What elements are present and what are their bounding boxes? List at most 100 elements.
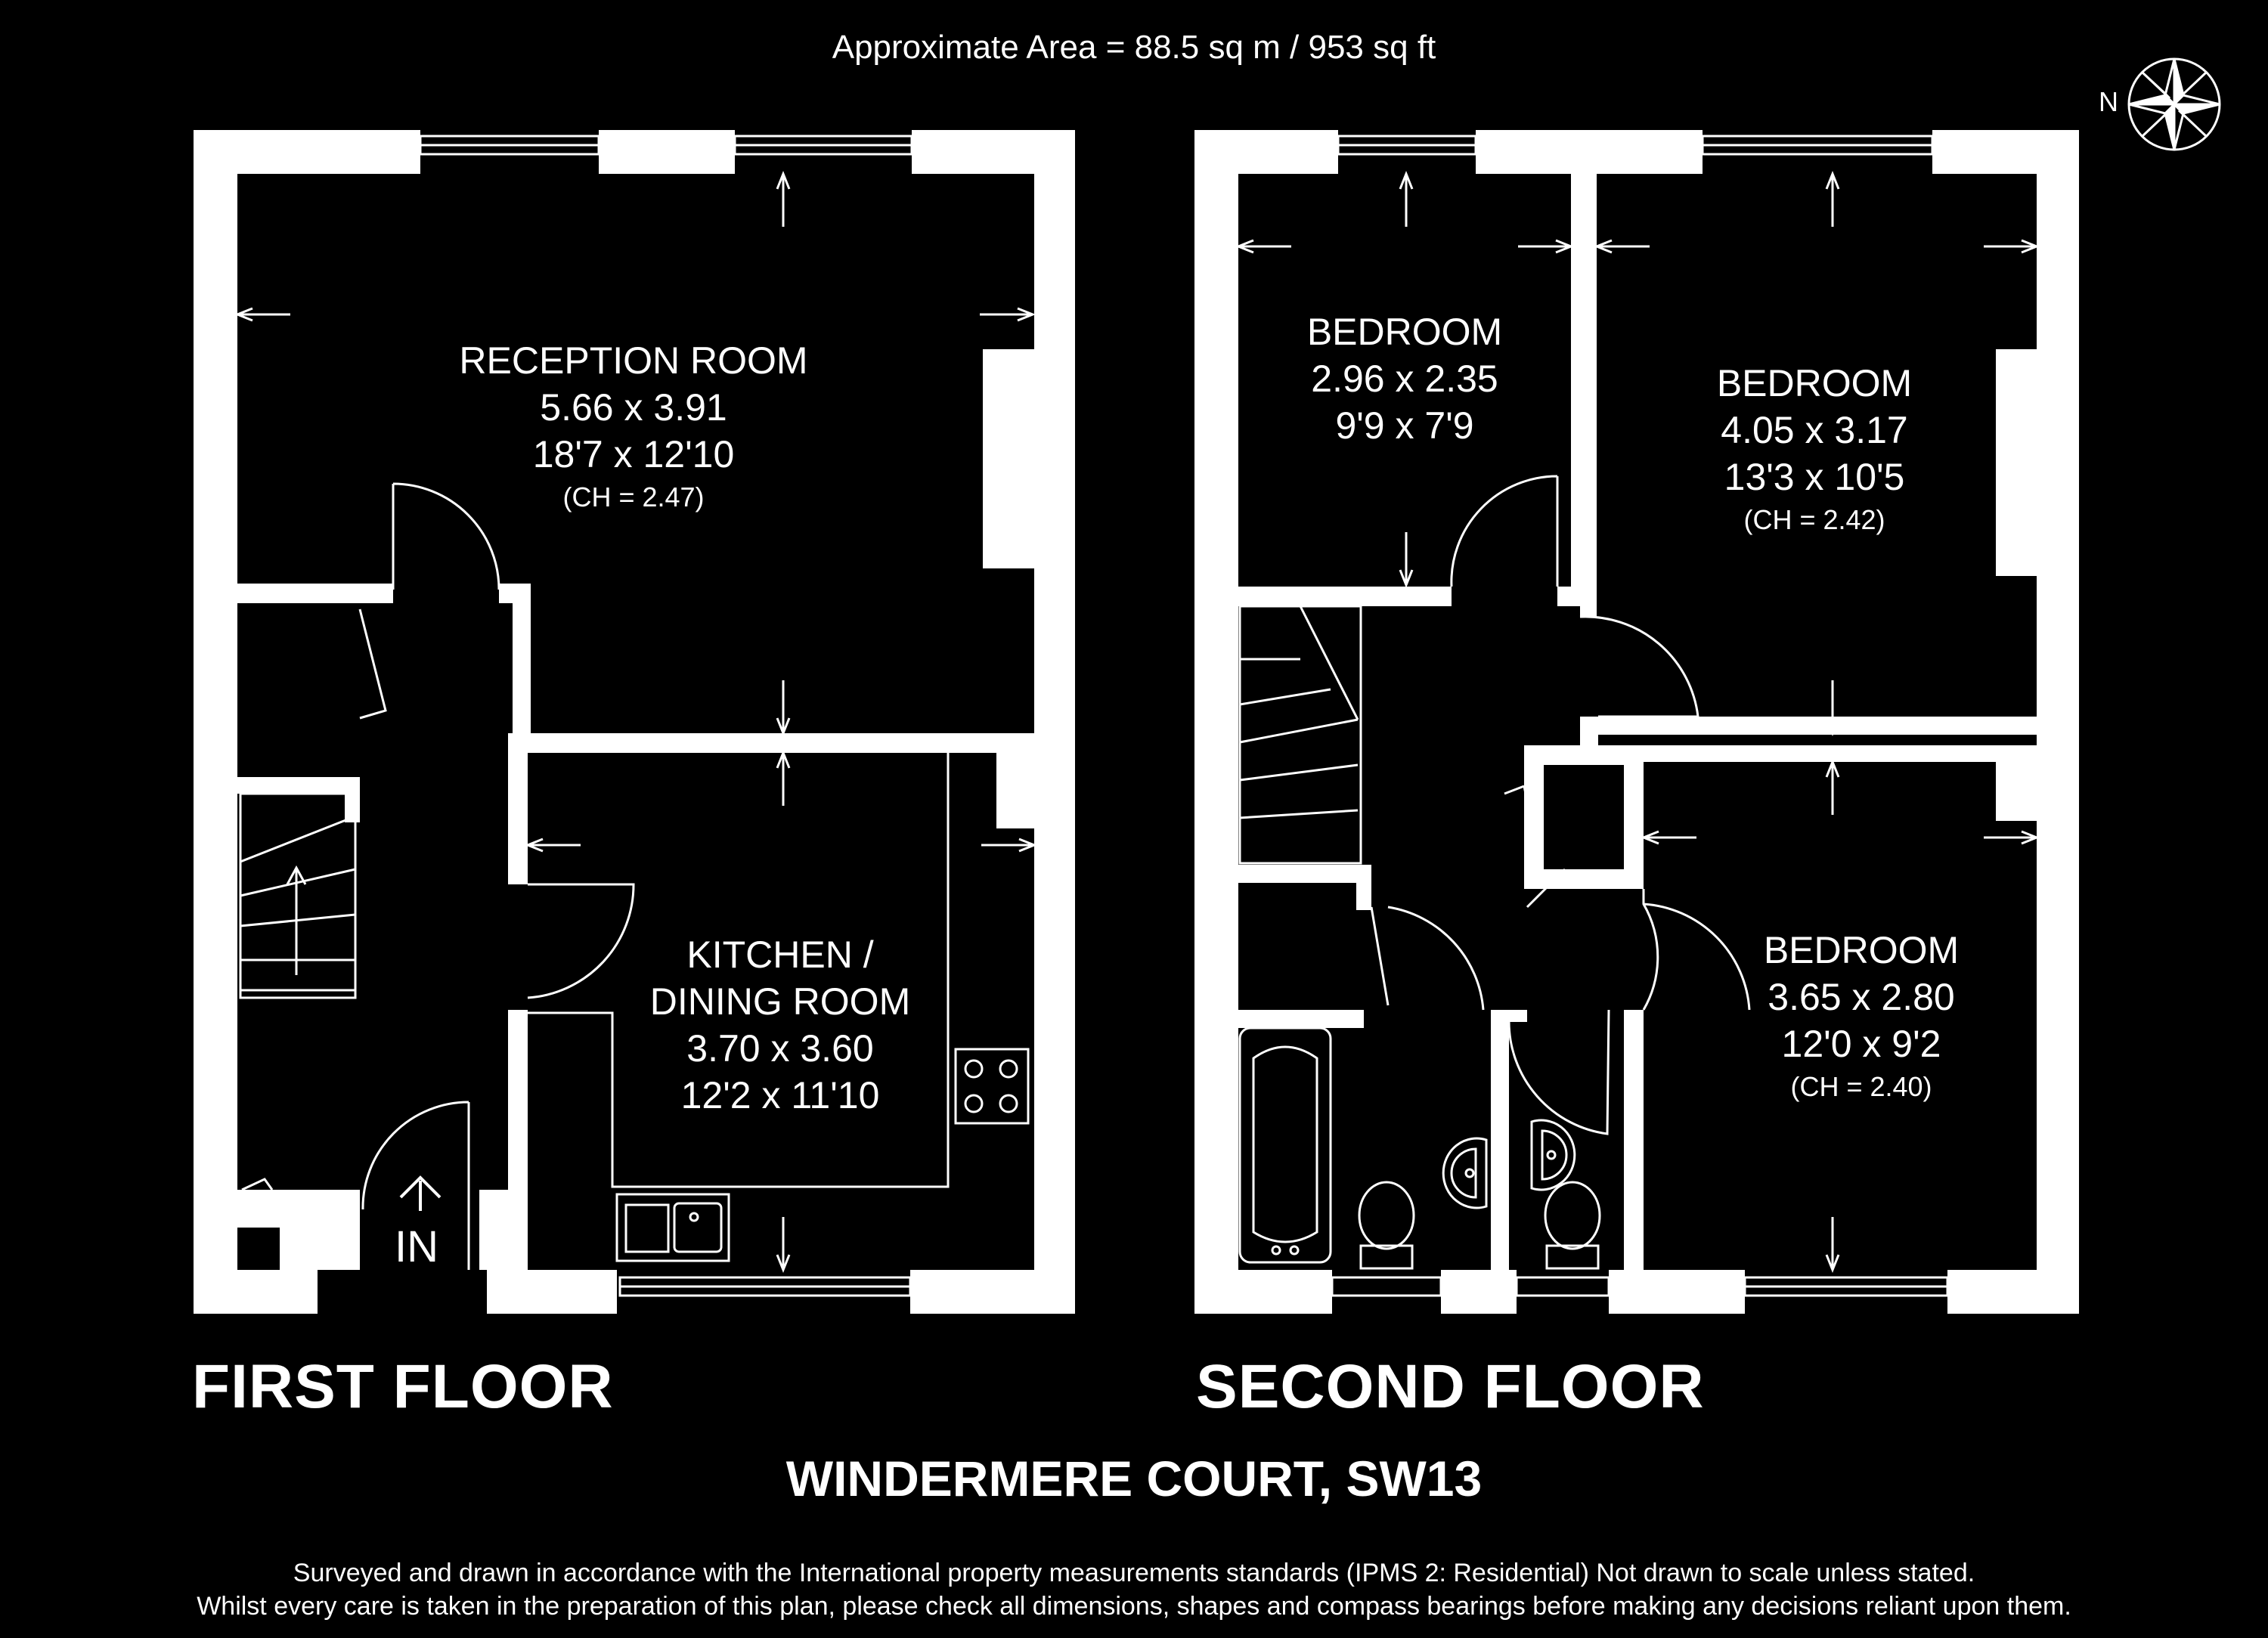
wall xyxy=(599,130,735,174)
room-size-imperial: 12'2 x 11'10 xyxy=(680,1074,880,1116)
compass-icon xyxy=(2127,57,2221,151)
dimension-arrows xyxy=(234,170,1038,1274)
room-name-line2: DINING ROOM xyxy=(649,980,911,1023)
door-swing xyxy=(1507,1009,1610,1135)
compass-north-label: N xyxy=(2099,86,2118,117)
wall xyxy=(194,1270,318,1314)
room-size-metric: 4.05 x 3.17 xyxy=(1721,409,1908,451)
room-size-metric: 3.65 x 2.80 xyxy=(1768,976,1955,1018)
wall xyxy=(1034,568,1075,1314)
room-size-imperial: 13'3 x 10'5 xyxy=(1724,456,1905,498)
wall xyxy=(996,753,1075,828)
wall xyxy=(1238,587,1452,606)
door-swing xyxy=(392,482,500,590)
door-swing xyxy=(361,1101,470,1270)
room-label-kitchen-dining: KITCHEN / DINING ROOM 3.70 x 3.60 12'2 x… xyxy=(650,931,910,1119)
room-label-bedroom-3: BEDROOM 3.65 x 2.80 12'0 x 9'2 (CH = 2.4… xyxy=(1764,927,1959,1107)
wall xyxy=(1238,865,1356,883)
wall xyxy=(1571,130,1597,606)
wall xyxy=(1947,1270,2079,1314)
wall xyxy=(513,584,531,751)
washbasin xyxy=(1442,1137,1488,1209)
room-label-bedroom-1: BEDROOM 2.96 x 2.35 9'9 x 7'9 xyxy=(1307,308,1502,449)
approximate-area: Approximate Area = 88.5 sq m / 953 sq ft xyxy=(832,29,1436,66)
wall xyxy=(1580,735,1598,745)
first-floor-title: FIRST FLOOR xyxy=(192,1352,614,1421)
door-swing xyxy=(1370,906,1485,1011)
room-size-imperial: 12'0 x 9'2 xyxy=(1781,1023,1941,1065)
bathtub xyxy=(1238,1026,1332,1264)
room-ceiling-height: (CH = 2.40) xyxy=(1790,1071,1932,1102)
door-swing xyxy=(1504,785,1566,909)
room-label-reception: RECEPTION ROOM 5.66 x 3.91 18'7 x 12'10 … xyxy=(459,337,807,517)
kitchen-worktop xyxy=(528,753,950,1188)
wall xyxy=(1194,1270,1332,1314)
wall xyxy=(1491,1010,1509,1270)
wall xyxy=(1509,1010,1527,1022)
wall xyxy=(2037,130,2079,349)
bath-tap xyxy=(1271,1245,1281,1256)
room-label-bedroom-2: BEDROOM 4.05 x 3.17 13'3 x 10'5 (CH = 2.… xyxy=(1717,360,1912,540)
first-floor-plan xyxy=(194,130,1075,1314)
wall xyxy=(508,733,528,884)
wall xyxy=(1441,1270,1517,1314)
wall xyxy=(983,349,1075,568)
wall xyxy=(1356,865,1371,910)
hob xyxy=(954,1048,1030,1125)
room-name: BEDROOM xyxy=(1306,311,1503,353)
wall xyxy=(194,130,237,1314)
room-name: BEDROOM xyxy=(1763,929,1960,971)
wall xyxy=(2037,576,2079,1314)
window xyxy=(1331,1276,1442,1297)
wall xyxy=(1580,717,2037,735)
second-floor-fixtures xyxy=(1235,135,2040,1297)
wall xyxy=(237,584,393,603)
door-swing xyxy=(1523,785,1544,878)
wall xyxy=(910,1270,1075,1314)
room-size-metric: 3.70 x 3.60 xyxy=(686,1027,874,1070)
door-swing xyxy=(1579,615,1699,718)
dimension-arrows xyxy=(1235,170,2040,1274)
window xyxy=(1515,1276,1610,1297)
room-size-metric: 5.66 x 3.91 xyxy=(540,386,727,429)
room-ceiling-height: (CH = 2.47) xyxy=(562,481,705,512)
door-swing xyxy=(527,883,635,999)
toilet xyxy=(1358,1181,1415,1270)
second-floor-title: SECOND FLOOR xyxy=(1196,1352,1705,1421)
door-swing xyxy=(241,1178,274,1191)
washbasin xyxy=(1530,1119,1576,1191)
wall xyxy=(1624,745,2037,762)
first-floor-fixtures xyxy=(234,135,1038,1297)
wall xyxy=(1996,349,2079,576)
room-size-metric: 2.96 x 2.35 xyxy=(1311,358,1498,400)
wall xyxy=(1034,130,1075,349)
wall xyxy=(1609,1270,1745,1314)
room-name: BEDROOM xyxy=(1716,362,1913,404)
wall xyxy=(513,733,1034,753)
wall xyxy=(1194,130,1238,1314)
wall xyxy=(1624,1010,1644,1270)
wall xyxy=(345,777,360,822)
wall xyxy=(487,1270,617,1314)
staircase xyxy=(1238,605,1362,865)
bathtub-inner xyxy=(1252,1045,1318,1243)
door-swing xyxy=(1450,475,1559,587)
room-name: KITCHEN / xyxy=(686,934,874,976)
room-name: RECEPTION ROOM xyxy=(459,339,808,382)
staircase xyxy=(239,792,357,999)
disclaimer-line-2: Whilst every care is taken in the prepar… xyxy=(197,1592,2071,1621)
wall xyxy=(479,1190,517,1270)
toilet xyxy=(1544,1181,1601,1270)
kitchen-sink xyxy=(615,1193,730,1262)
wall xyxy=(280,1190,360,1270)
room-ceiling-height: (CH = 2.42) xyxy=(1743,504,1885,535)
wall xyxy=(1238,1010,1364,1028)
room-size-imperial: 18'7 x 12'10 xyxy=(532,433,735,475)
bath-tap xyxy=(1289,1245,1300,1256)
property-address: WINDERMERE COURT, SW13 xyxy=(785,1451,1483,1506)
wall xyxy=(1524,869,1644,889)
door-swing xyxy=(358,608,387,720)
entrance-arrow xyxy=(399,1175,442,1211)
room-size-imperial: 9'9 x 7'9 xyxy=(1335,404,1474,447)
